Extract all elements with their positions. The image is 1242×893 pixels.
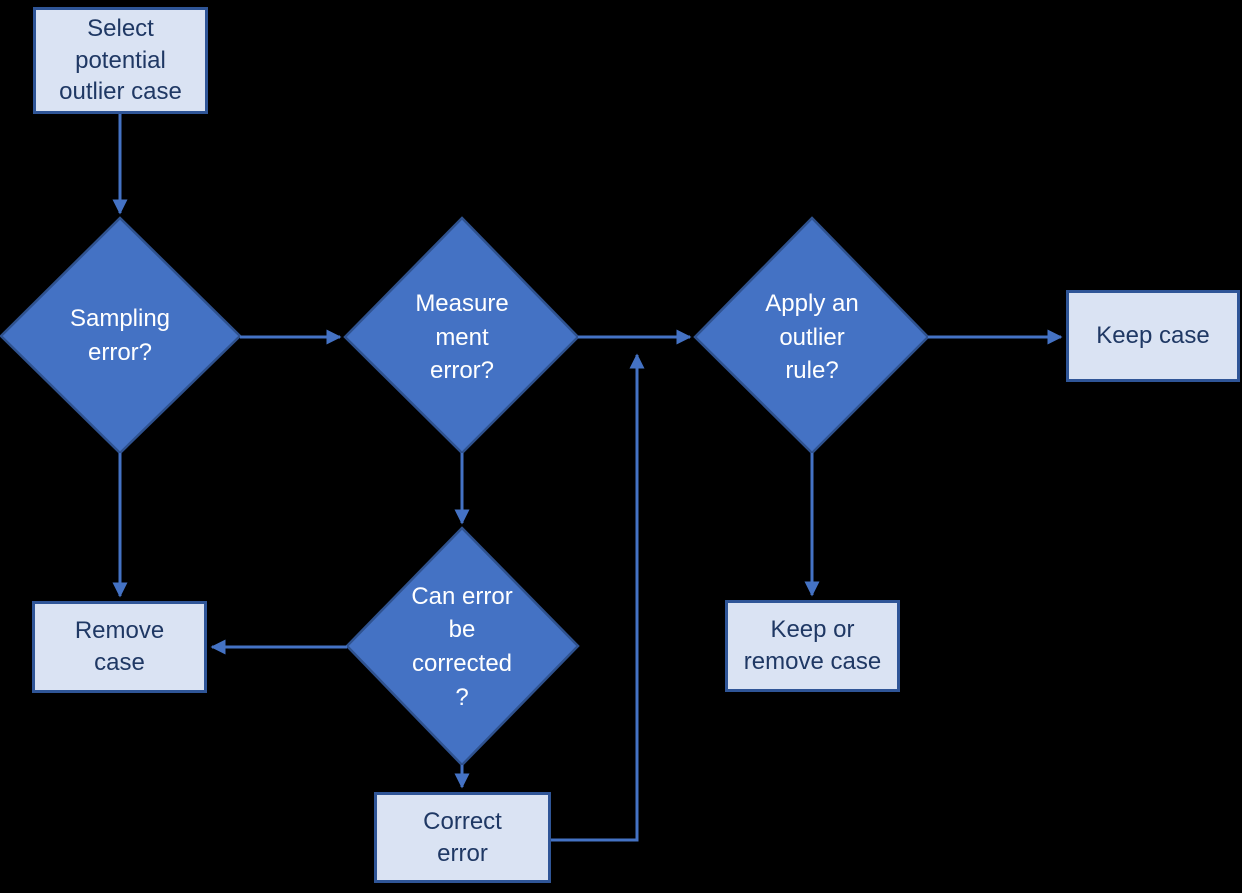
process-keep-or-remove-case-box: Keep or remove case (725, 600, 900, 692)
decision-measurement-error-shape (343, 216, 580, 455)
process-remove-case-box: Remove case (32, 601, 207, 693)
decision-sampling-error-shape (0, 216, 242, 455)
process-keep-case-box: Keep case (1066, 290, 1240, 382)
process-correct-error-box: Correct error (374, 792, 551, 883)
edge-correct-error-feedback-arrow (551, 353, 645, 842)
decision-can-error-be-corrected-shape (345, 526, 580, 767)
decision-apply-outlier-rule-shape (693, 216, 930, 455)
process-start-box: Select potential outlier case (33, 7, 208, 114)
